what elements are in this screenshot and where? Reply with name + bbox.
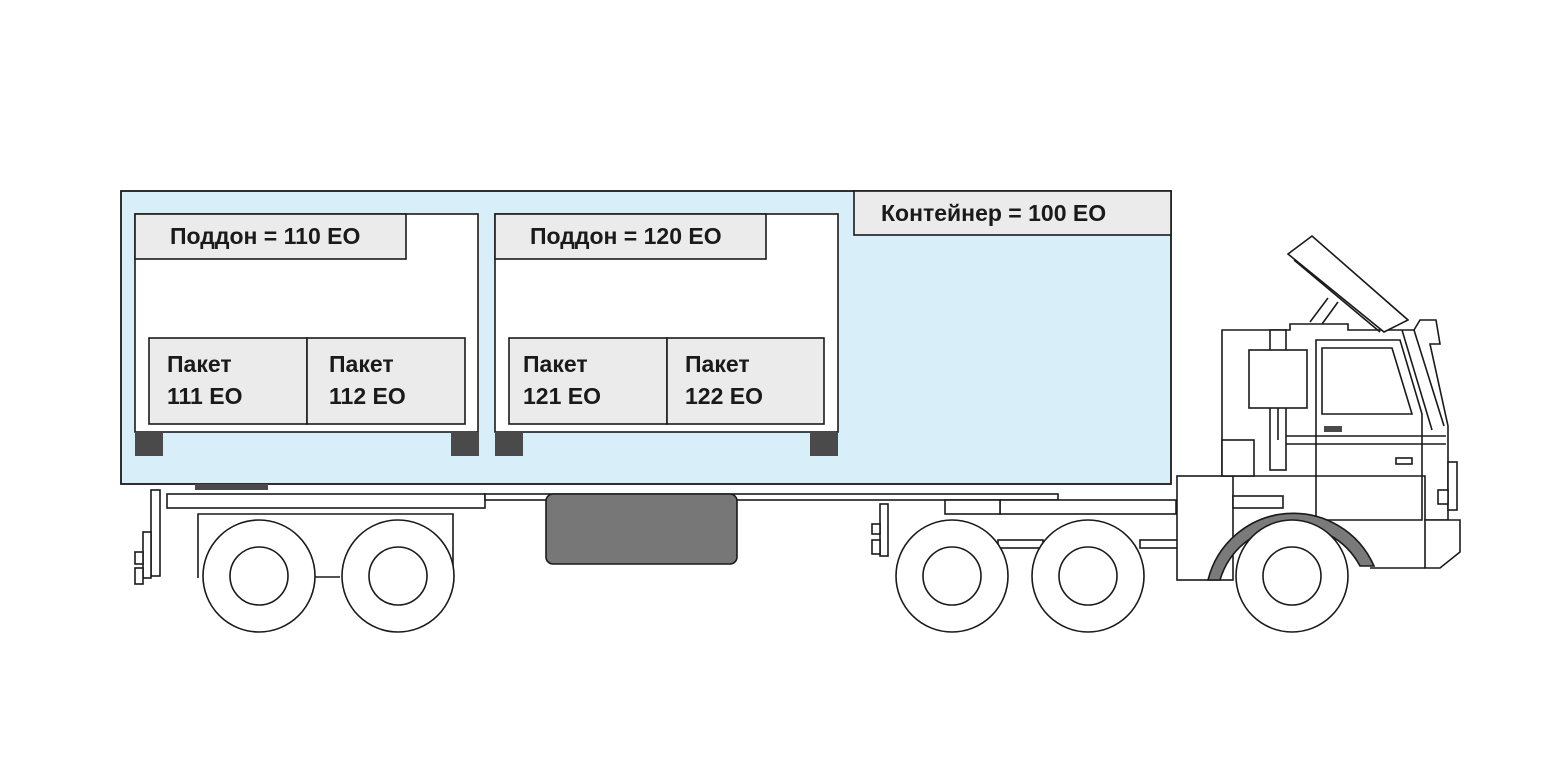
front-bumper [1424,519,1461,569]
cab-side-box [1221,439,1255,477]
a-pillar [1401,329,1433,431]
pallet-1-foot-left [135,432,163,456]
tractor-light [879,503,889,557]
truck-cab [1176,234,1461,633]
door-handle [1324,426,1342,432]
container-lock [195,484,268,490]
hood-edge [1293,259,1381,333]
container-label: Контейнер = 100 ЕО [881,200,1106,226]
wheels [202,519,1145,633]
package-box [306,337,466,425]
rear-light [142,531,152,579]
pallet-2-label-box [494,213,767,260]
package-title: Пакет [167,351,232,377]
cab-door [1315,339,1423,521]
mirror [1248,349,1308,409]
wheel [1235,519,1349,633]
package-111: Пакет 111 ЕО [148,337,308,425]
pallet-1-label-box [134,213,407,260]
tractor-light-small [871,539,881,555]
axle-link [1139,539,1179,549]
wheel [895,519,1009,633]
door-detail [1395,457,1413,465]
cab-step [1232,495,1284,509]
container-label-box [853,190,1172,236]
hood-strut [1321,301,1339,325]
rear-bumper-post [150,489,161,577]
package-title: Пакет [523,351,588,377]
frame-block [944,499,1001,515]
open-hood [1286,234,1410,333]
fuel-tank [545,493,738,565]
frame-lower [999,499,1177,515]
tractor-light-small [871,523,881,535]
pallet-1-foot-right [451,432,479,456]
package-value: 111 ЕО [167,383,242,409]
package-value: 112 ЕО [329,383,406,409]
pallet-2-label: Поддон = 120 ЕО [530,223,722,249]
wheel [1031,519,1145,633]
package-value: 121 ЕО [523,383,601,409]
cab-window [1321,347,1414,415]
front-light [1447,461,1458,511]
pallet-1-label: Поддон = 110 ЕО [170,223,360,249]
trailer-beam [166,493,486,509]
pallet-2-foot-right [810,432,838,456]
package-121: Пакет 121 ЕО [508,337,668,425]
rear-axle-housing [197,513,454,578]
rear-light-small [134,567,144,585]
front-light-small [1437,489,1449,505]
package-122: Пакет 122 ЕО [666,337,825,425]
package-value: 122 ЕО [685,383,763,409]
package-box [666,337,825,425]
a-pillar-2 [1413,329,1445,427]
pallet-2: Поддон = 120 ЕО Пакет 121 ЕО Пакет 122 Е… [494,213,839,456]
package-title: Пакет [685,351,750,377]
pallet-2-foot-left [495,432,523,456]
main-frame [484,493,1059,501]
wheel [341,519,455,633]
package-title: Пакет [329,351,394,377]
pallet-1: Поддон = 110 ЕО Пакет 111 ЕО Пакет 112 Е… [134,213,479,456]
wheel [202,519,316,633]
package-box [148,337,308,425]
rear-light-small [134,551,144,565]
hood-strut [1309,297,1329,323]
axle-link [997,539,1044,549]
package-box [508,337,668,425]
package-112: Пакет 112 ЕО [306,337,466,425]
